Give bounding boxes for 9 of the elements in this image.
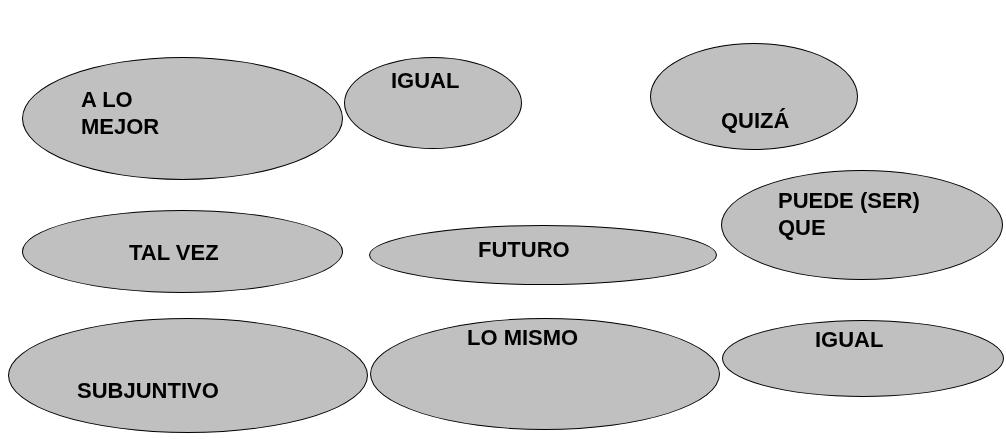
oval-label: FUTURO <box>478 236 571 263</box>
oval-label: A LO MEJOR <box>81 86 161 140</box>
oval-label: IGUAL <box>815 326 885 353</box>
oval-label: IGUAL <box>391 67 461 94</box>
oval-label: QUIZÁ <box>721 107 791 134</box>
oval-label: SUBJUNTIVO <box>77 377 220 404</box>
oval-label: PUEDE (SER) QUE <box>778 187 921 241</box>
oval-label: LO MISMO <box>467 324 580 351</box>
oval-label: TAL VEZ <box>129 239 220 266</box>
